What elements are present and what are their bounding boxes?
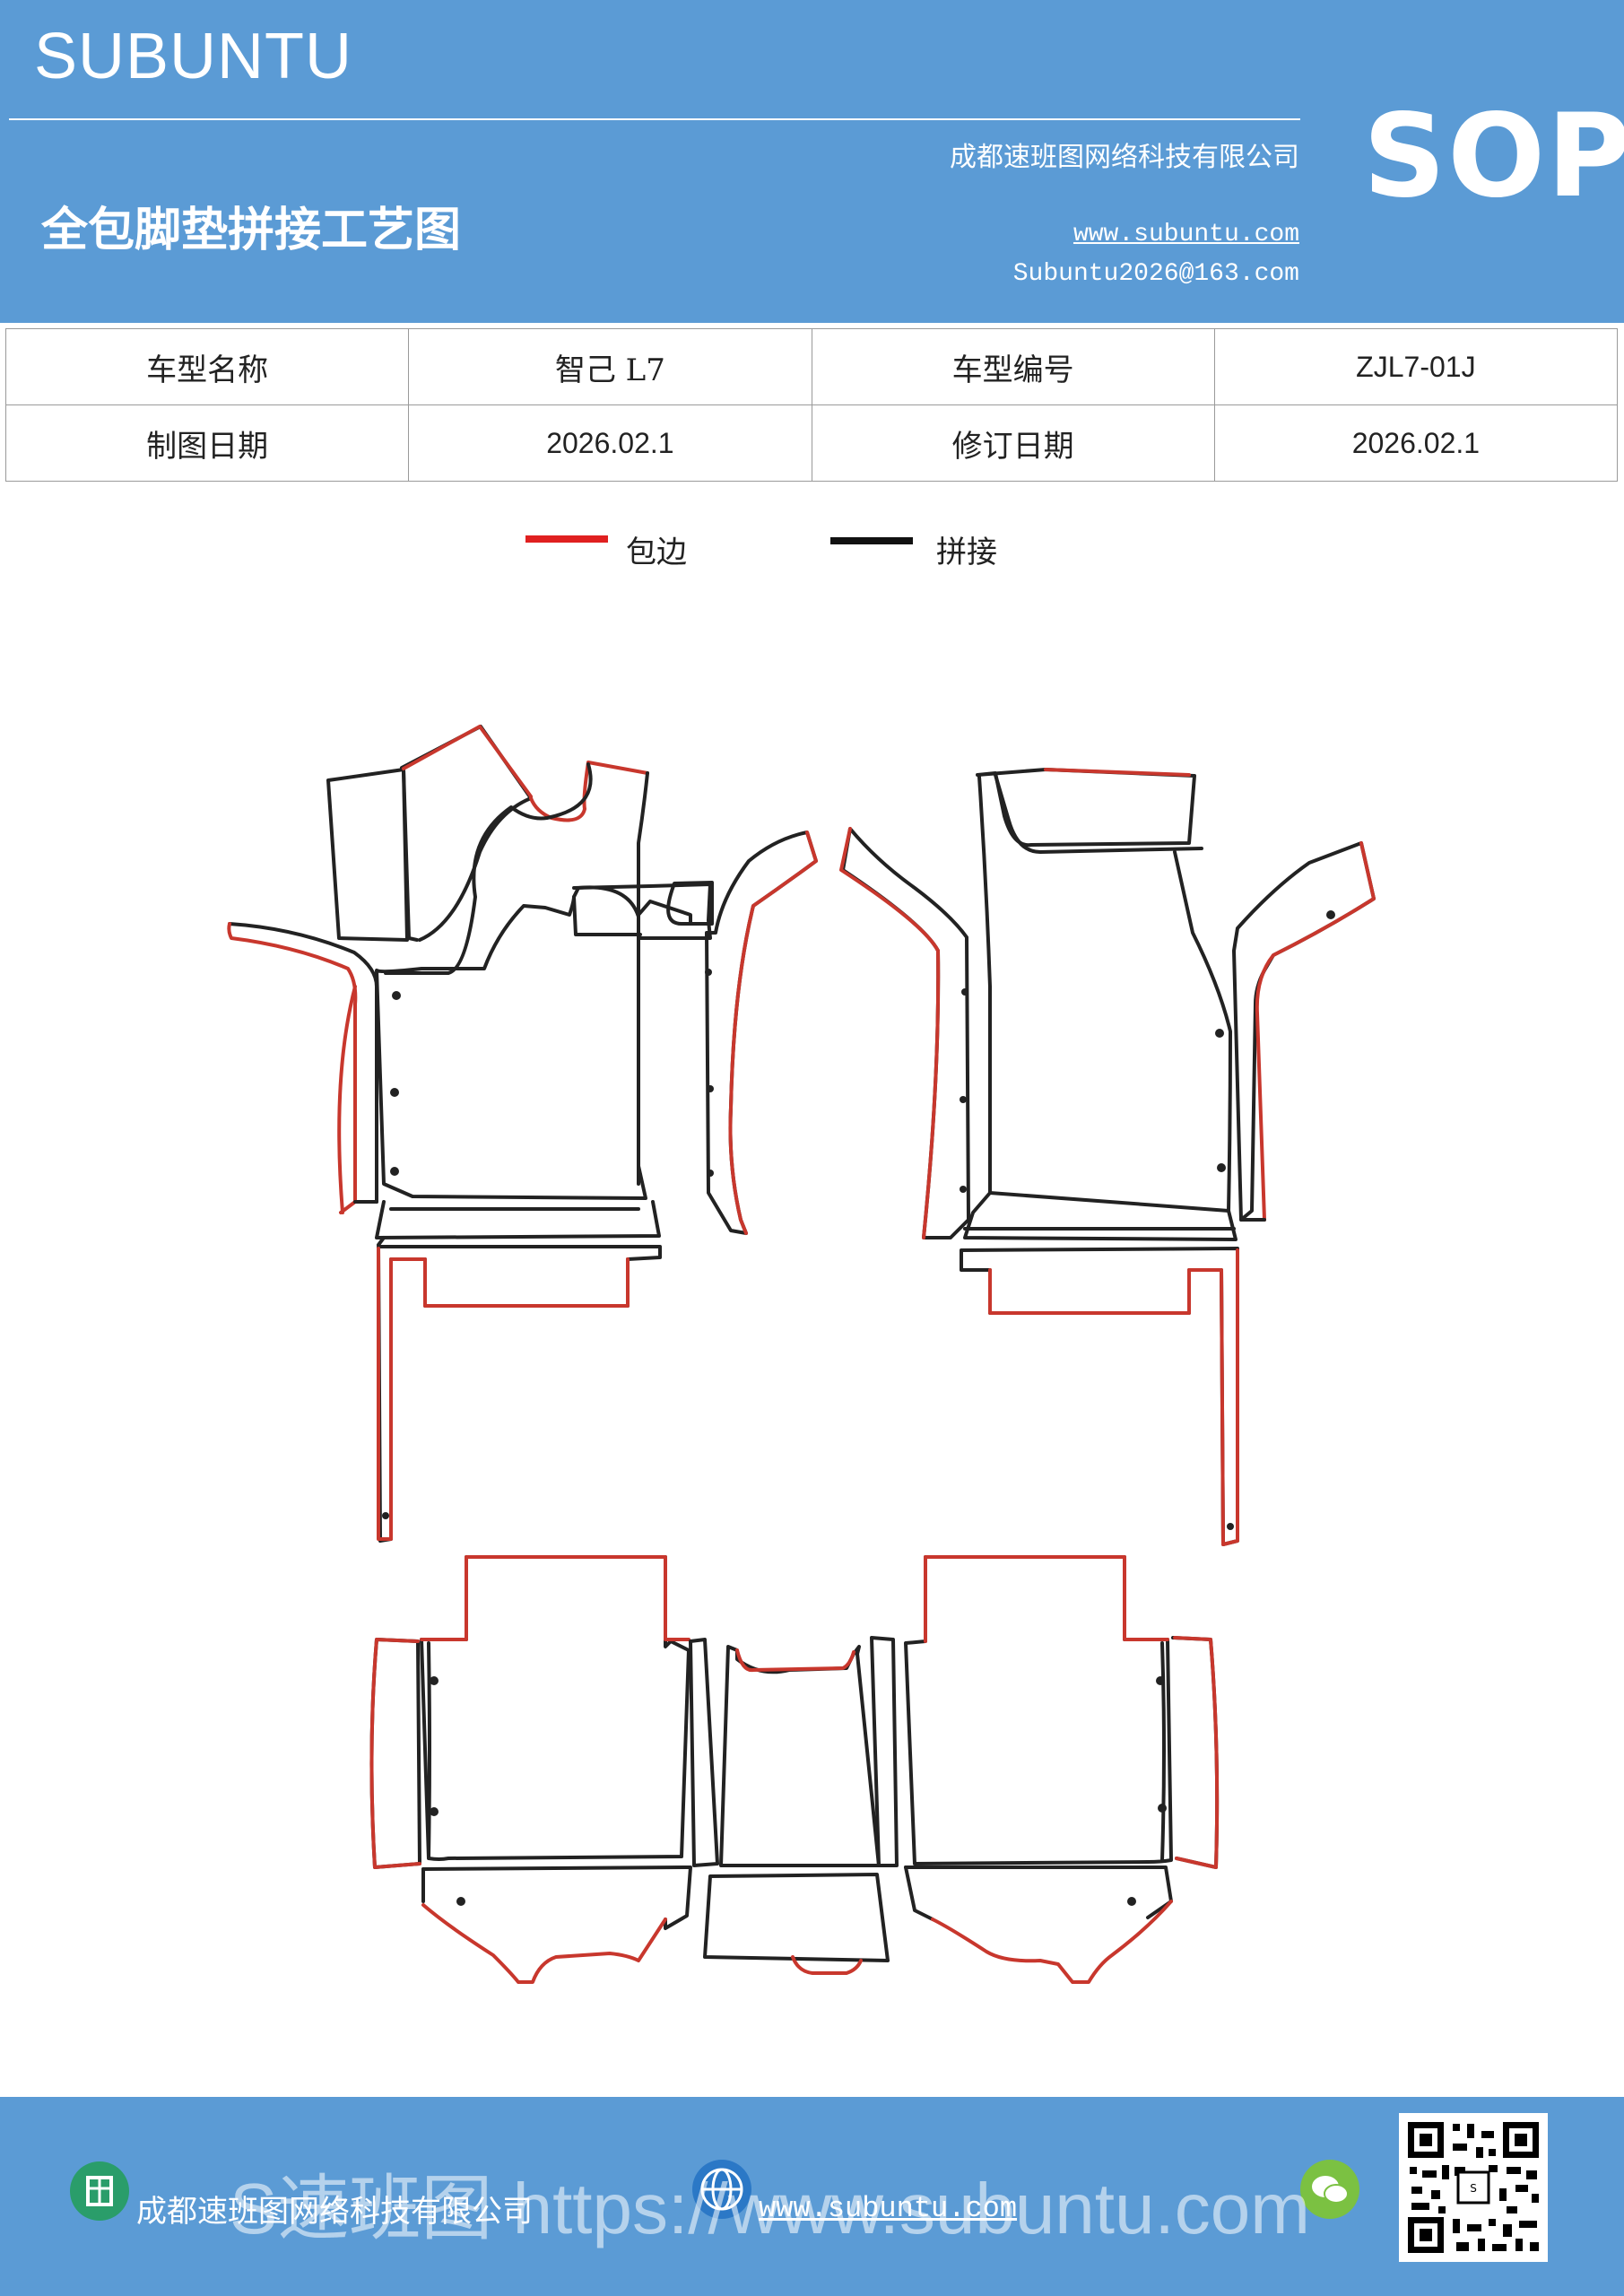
header-banner: SUBUNTU 成都速班图网络科技有限公司 全包脚垫拼接工艺图 www.subu… (0, 0, 1624, 323)
page-title: 全包脚垫拼接工艺图 (41, 203, 462, 257)
rear-right-mat (904, 1555, 1220, 1984)
left-middle-strip (705, 831, 818, 1235)
legend-edge-swatch (525, 535, 608, 543)
model-name-value: 智己 L7 (408, 328, 812, 405)
info-table: 车型名称 智己 L7 车型编号 ZJL7-01J 制图日期 2026.02.1 … (4, 328, 1619, 482)
footer-watermark: S速班图 https://www.subuntu.com (230, 2169, 1310, 2248)
qr-code[interactable]: S (1399, 2113, 1548, 2262)
svg-text:S: S (1470, 2182, 1477, 2195)
draw-date-label: 制图日期 (4, 404, 410, 482)
wechat-icon (1300, 2160, 1359, 2219)
revise-date-label: 修订日期 (811, 404, 1215, 482)
table-row: 车型名称 智己 L7 车型编号 ZJL7-01J (4, 328, 1619, 405)
company-name: 成都速班图网络科技有限公司 (950, 142, 1299, 173)
model-name-label: 车型名称 (4, 328, 410, 405)
building-icon (70, 2161, 129, 2221)
legend-edge-label: 包边 (626, 535, 687, 570)
model-code-label: 车型编号 (811, 328, 1215, 405)
website-link[interactable]: www.subuntu.com (1073, 221, 1299, 248)
rear-center-mat (689, 1636, 899, 1975)
right-middle-strip (839, 827, 970, 1239)
email-address: Subuntu2026@163.com (1012, 260, 1299, 288)
footer-company: 成都速班图网络科技有限公司 (136, 2194, 533, 2230)
sop-badge: SOP (1363, 90, 1624, 223)
header-divider (9, 118, 1300, 120)
legend-join-label: 拼接 (936, 535, 997, 570)
front-right-mat (960, 768, 1376, 1546)
footer-website-link[interactable]: www.subuntu.com (759, 2192, 1018, 2225)
brand-name: SUBUNTU (34, 21, 353, 92)
globe-icon (692, 2160, 751, 2219)
legend-join-swatch (830, 537, 913, 544)
model-code-value: ZJL7-01J (1213, 328, 1619, 405)
footer-banner: 成都速班图网络科技有限公司 www.subuntu.com S速班图 https… (0, 2097, 1624, 2296)
revise-date-value: 2026.02.1 (1213, 404, 1619, 482)
table-row: 制图日期 2026.02.1 修订日期 2026.02.1 (4, 404, 1619, 482)
rear-left-mat (369, 1555, 692, 1984)
draw-date-value: 2026.02.1 (408, 404, 812, 482)
front-left-mat (227, 725, 714, 1543)
